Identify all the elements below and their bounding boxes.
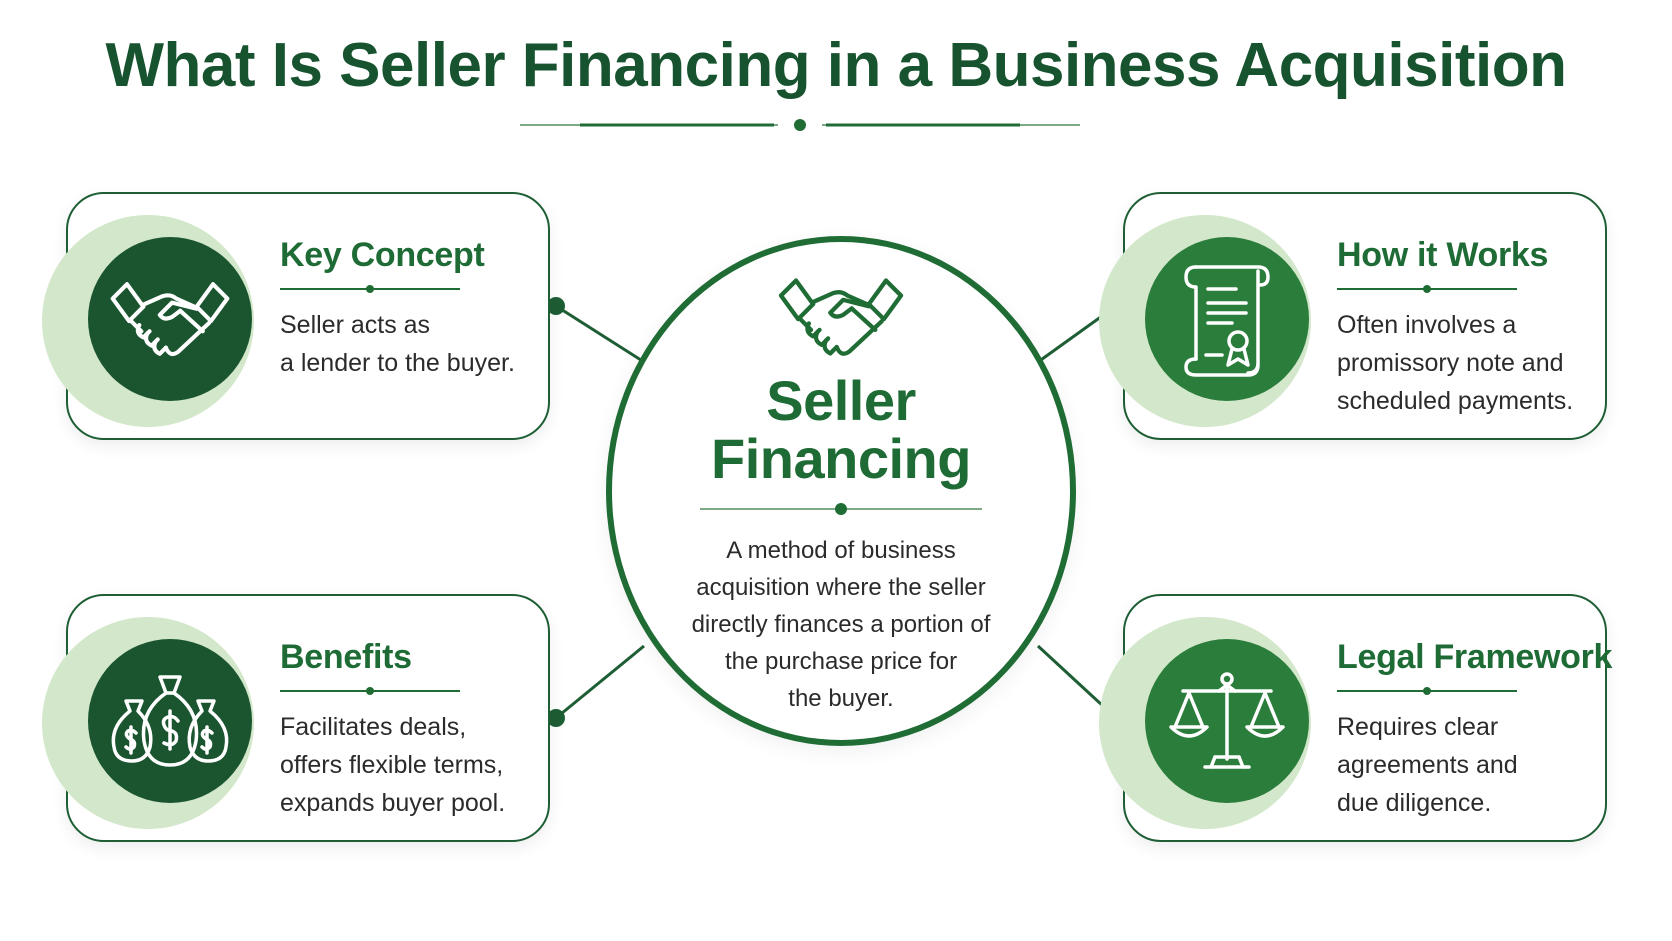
center-divider [700,503,982,515]
handshake-icon [778,278,904,356]
card-title: Benefits [280,638,412,676]
text-line: due diligence. [1337,789,1492,817]
text-line: acquisition where the seller [696,574,986,601]
card-description: Requires clear agreements and due dilige… [1337,708,1599,822]
text-line: directly finances a portion of [691,611,991,638]
text-line: Facilitates deals, [280,713,467,741]
card-key-concept: Key Concept Seller acts as a lender to t… [42,192,550,440]
handshake-icon [110,282,230,357]
promissory-note-icon [1184,265,1270,377]
money-bags-icon [111,675,229,767]
text-line: offers flexible terms, [280,751,504,779]
text-line: a lender to the buyer. [280,349,515,377]
center-title-line: Financing [711,427,971,490]
text-line: promissory note and [1337,349,1564,377]
scales-icon [1169,672,1285,769]
card-legal-framework: Legal Framework Requires clear agreement… [1099,594,1612,842]
page-title: What Is Seller Financing in a Business A… [105,31,1567,100]
center-title-line: Seller [766,369,916,432]
card-divider [280,285,460,293]
icon-badge [1145,237,1309,401]
icon-badge [88,639,252,803]
icon-badge [1145,639,1309,803]
card-title: How it Works [1337,236,1549,274]
card-description: Seller acts as a lender to the buyer. [280,306,542,382]
card-description: Facilitates deals, offers flexible terms… [280,708,542,822]
text-line: scheduled payments. [1337,387,1574,415]
center-circle: Seller Financing A method of business ac… [606,236,1076,746]
text-line: the buyer. [788,685,894,712]
card-title: Legal Framework [1337,638,1613,676]
text-line: A method of business [726,537,956,564]
card-title: Key Concept [280,236,485,274]
center-title: Seller Financing [612,372,1070,488]
text-line: Requires clear [1337,713,1499,741]
text-line: the purchase price for [724,648,958,675]
icon-badge [88,237,252,401]
card-divider [1337,285,1517,293]
card-benefits: Benefits Facilitates deals, offers flexi… [42,594,550,842]
center-description: A method of business acquisition where t… [612,532,1070,717]
card-how-it-works: How it Works Often involves a promissory… [1099,192,1607,440]
card-description: Often involves a promissory note and sch… [1337,306,1599,420]
card-divider [280,687,460,695]
title-divider [520,119,1080,131]
text-line: Seller acts as [280,311,431,339]
text-line: agreements and [1337,751,1518,779]
card-divider [1337,687,1517,695]
text-line: expands buyer pool. [280,789,506,817]
text-line: Often involves a [1337,311,1517,339]
